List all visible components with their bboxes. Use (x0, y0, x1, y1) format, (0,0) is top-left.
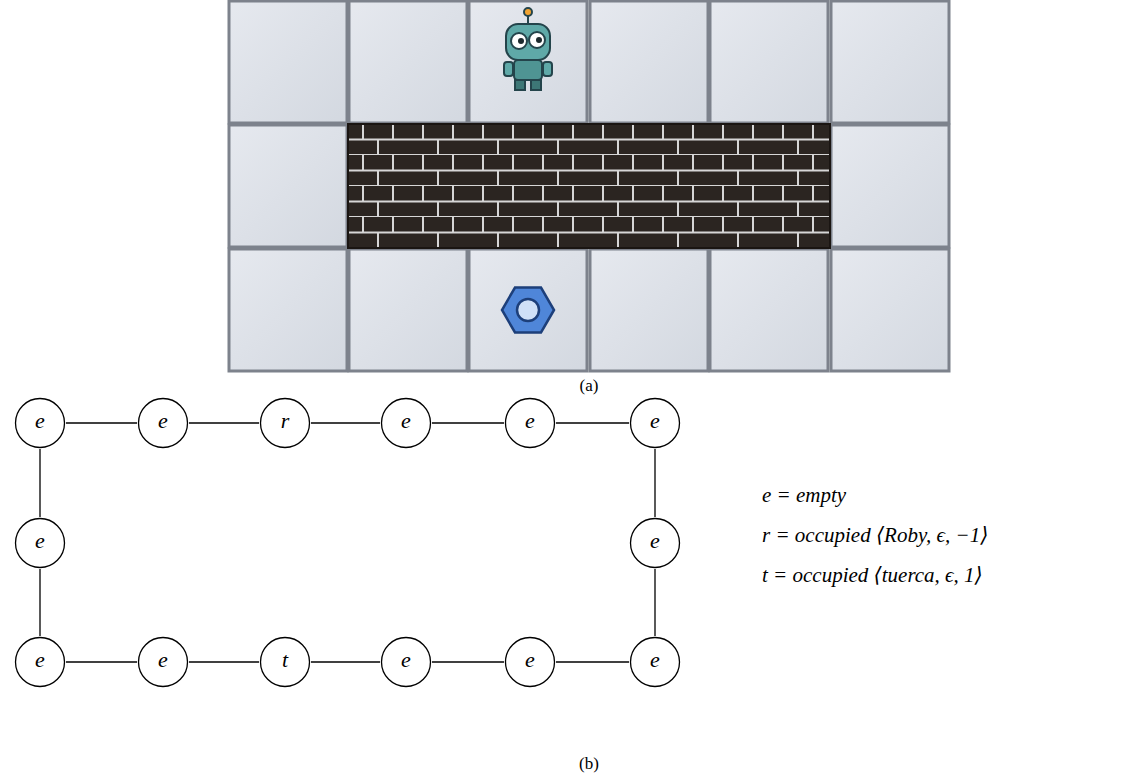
state-label: e (525, 410, 535, 432)
circle-shape (631, 519, 680, 568)
graph-edge (189, 661, 259, 662)
circle-shape (382, 399, 431, 448)
definition-text: r = occupied ⟨Roby, ϵ, −1⟩ (762, 523, 988, 548)
state-label: t (282, 649, 288, 671)
state-label: e (35, 649, 45, 671)
circle-shape (139, 399, 188, 448)
circle-shape (506, 399, 555, 448)
state-label: e (401, 649, 411, 671)
robot-sprite (504, 8, 552, 90)
state-circle: e (504, 397, 556, 449)
state-circle: e (629, 517, 681, 569)
circle-shape (16, 519, 65, 568)
graph-edge (556, 422, 629, 423)
state-circle: e (629, 636, 681, 688)
panel-caption: (a) (580, 376, 599, 396)
graph-edge (66, 422, 137, 423)
state-circle: e (629, 397, 681, 449)
state-circle: e (14, 517, 66, 569)
circle-shape (139, 638, 188, 687)
state-label: e (35, 410, 45, 432)
state-circle: t (259, 636, 311, 688)
brick-wall (348, 124, 830, 248)
state-label: e (35, 530, 45, 552)
state-circle: e (14, 397, 66, 449)
circle-shape (16, 399, 65, 448)
state-label: e (401, 410, 411, 432)
state-label: e (158, 410, 168, 432)
state-circle: e (14, 636, 66, 688)
graph-edge (556, 661, 629, 662)
floor-tiles (229, 1, 949, 371)
circle-shape (16, 638, 65, 687)
state-label: e (650, 649, 660, 671)
state-label: e (158, 649, 168, 671)
definition-text: e = empty (762, 483, 846, 508)
graph-edge (654, 449, 655, 517)
graph-edge (66, 661, 137, 662)
panel-caption: (b) (579, 754, 599, 774)
state-circle: e (137, 636, 189, 688)
circle-shape (506, 638, 555, 687)
nut-sprite (502, 288, 554, 333)
circle-shape (261, 399, 310, 448)
state-circle: e (504, 636, 556, 688)
definition-text: t = occupied ⟨tuerca, ϵ, 1⟩ (762, 563, 983, 588)
circle-shape (261, 638, 310, 687)
graph-edge (311, 422, 380, 423)
graph-edge (39, 449, 40, 517)
graph-edge (432, 422, 504, 423)
circle-shape (631, 638, 680, 687)
state-circle: e (380, 397, 432, 449)
graph-edge (311, 661, 380, 662)
state-circle: r (259, 397, 311, 449)
state-circle: e (137, 397, 189, 449)
circle-shape (631, 399, 680, 448)
state-circle: e (380, 636, 432, 688)
circle-shape (382, 638, 431, 687)
graph-edge (432, 661, 504, 662)
state-label: e (650, 410, 660, 432)
state-label: r (281, 410, 290, 432)
state-label: e (650, 530, 660, 552)
state-label: e (525, 649, 535, 671)
graph-edge (39, 569, 40, 636)
graph-edge (654, 569, 655, 636)
graph-edge (189, 422, 259, 423)
